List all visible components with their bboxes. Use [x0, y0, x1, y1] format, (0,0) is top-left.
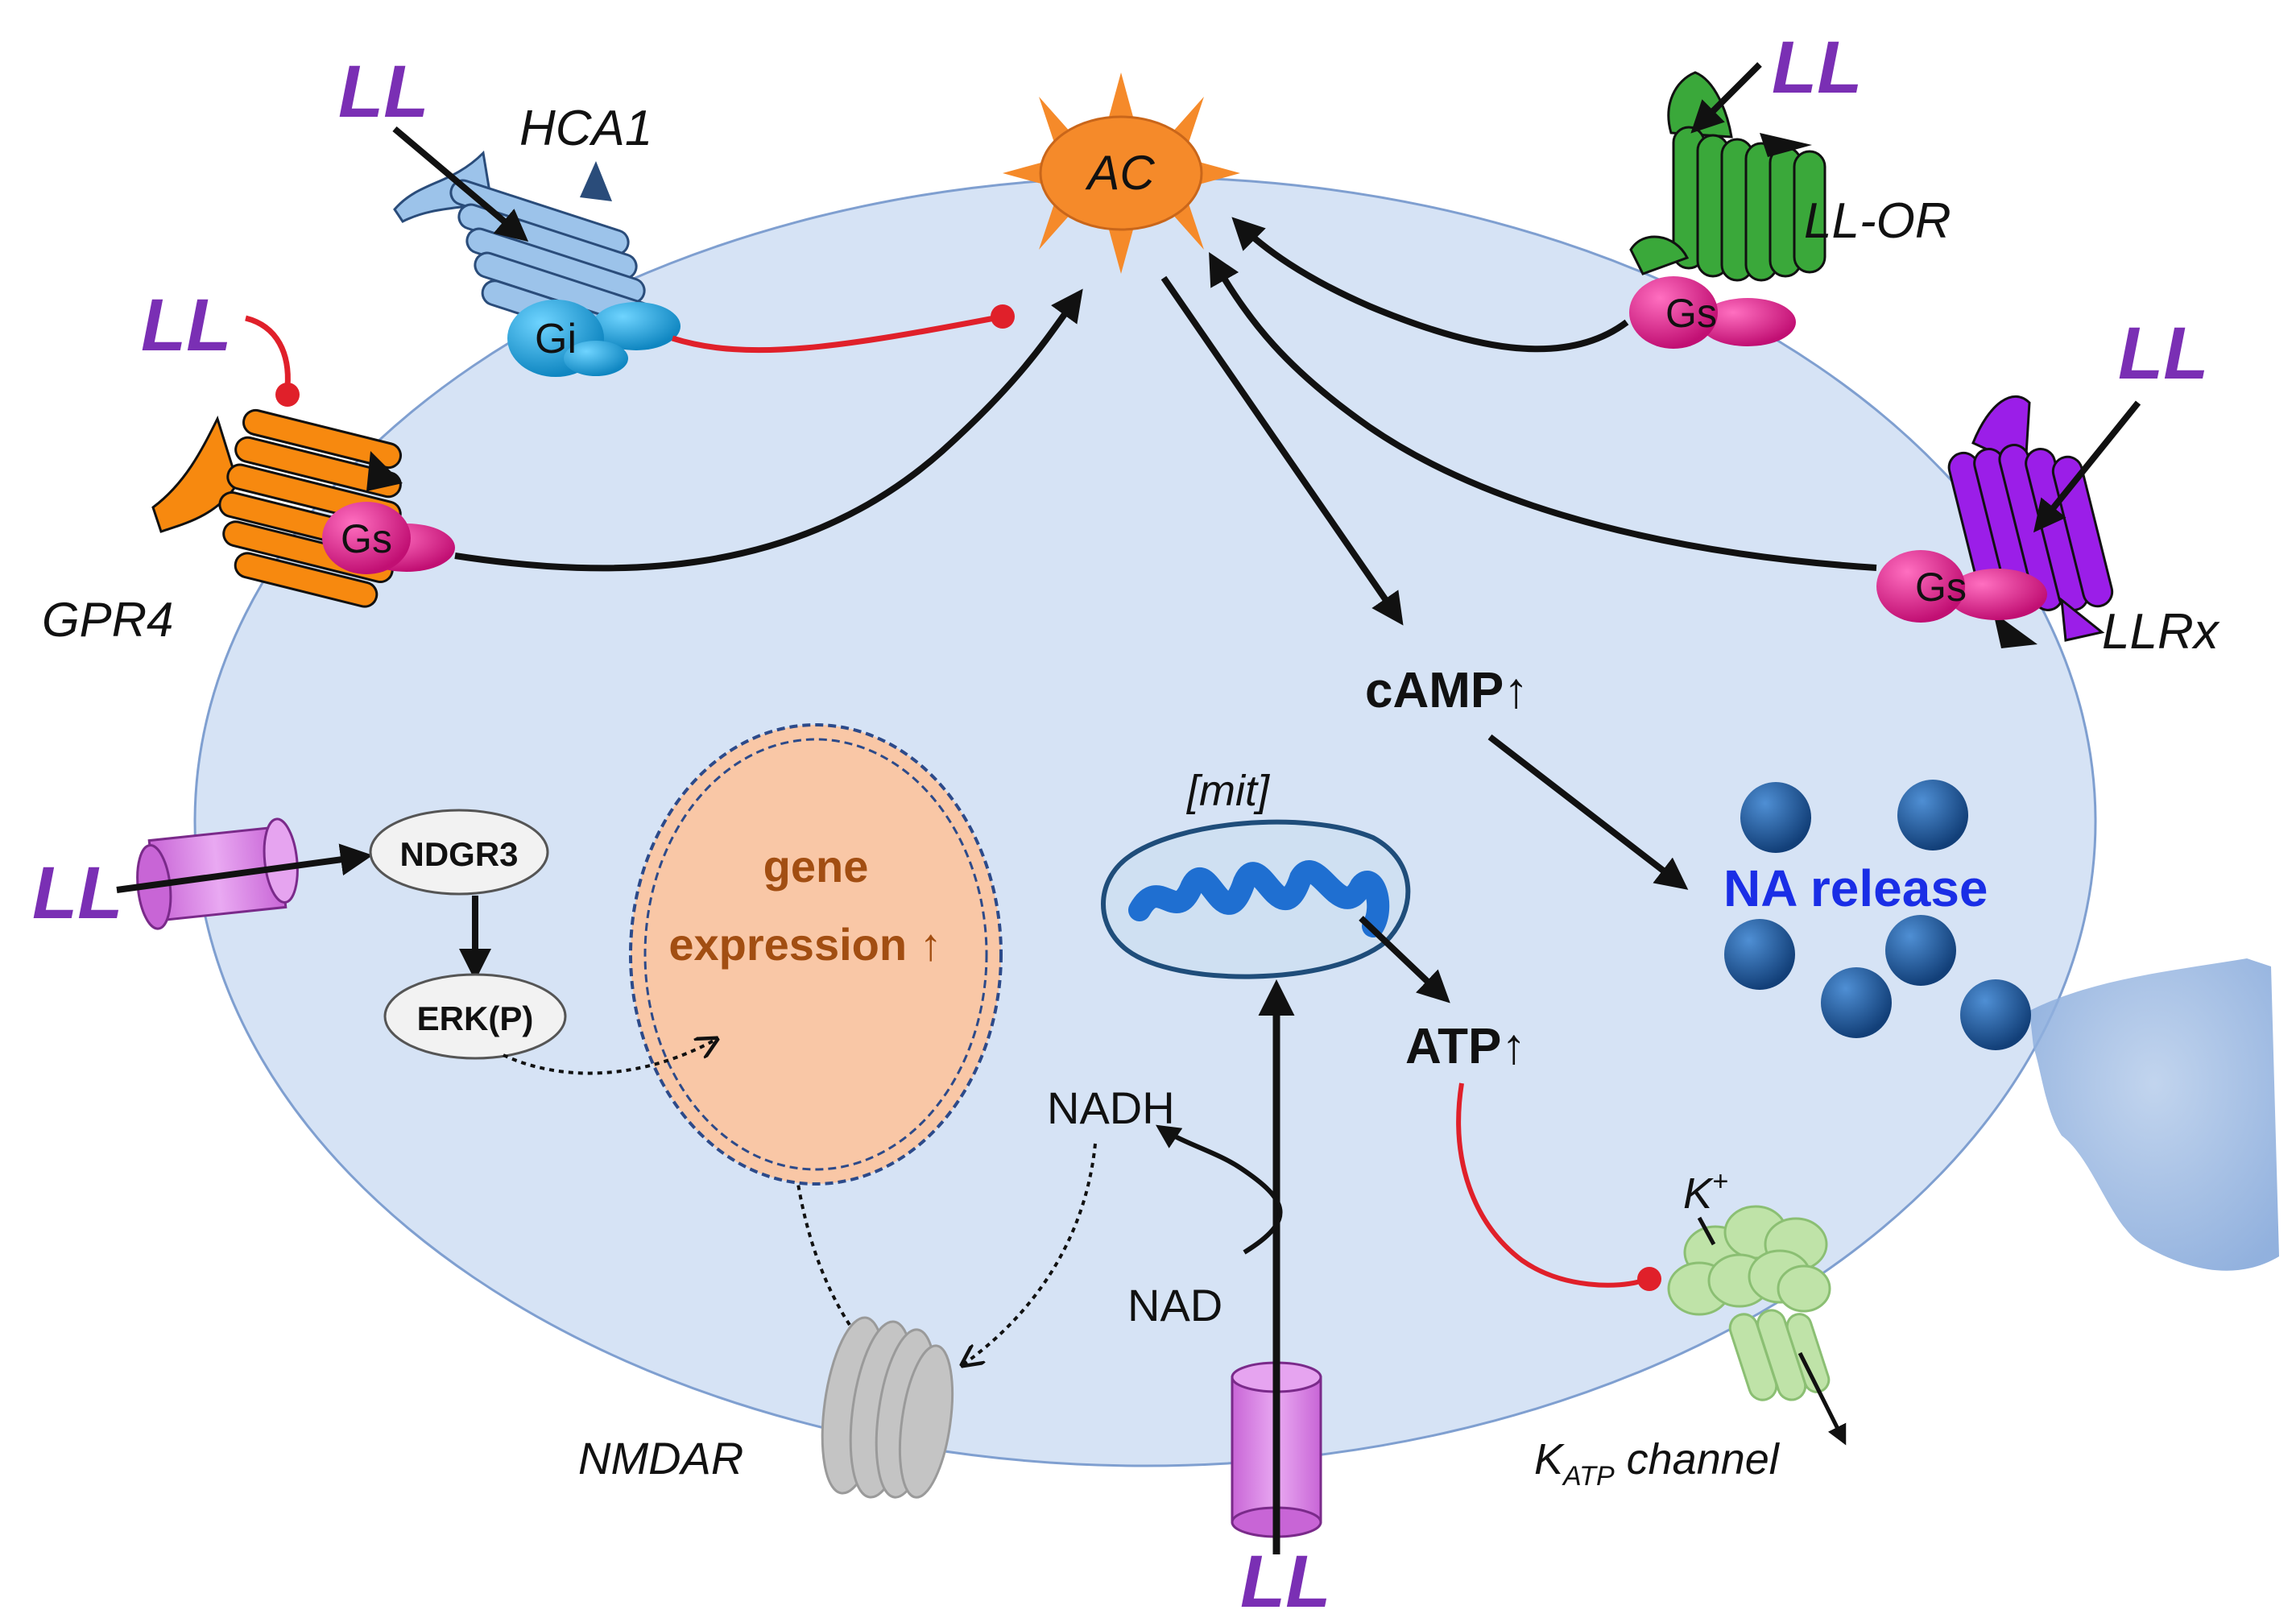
gene-expression-line1: gene [763, 841, 869, 892]
ll-llrx-arrow [2033, 400, 2141, 533]
gpr4-activates-ac [454, 288, 1083, 572]
ndgr3-label: NDGR3 [399, 835, 518, 873]
ll-llrx: LL [2118, 312, 2208, 395]
katp-channel: K+ KATP channel [1534, 1166, 1847, 1492]
ndgr3-node: NDGR3 [369, 809, 549, 896]
k-plus-label: K+ [1683, 1166, 1728, 1218]
ac-label: AC [1085, 146, 1155, 200]
erk-label: ERK(P) [417, 999, 534, 1037]
nucleus: gene expression ↑ [629, 723, 1003, 1186]
ac-to-camp-arrow [1160, 275, 1404, 626]
ll-or-receptor: Gs LL-OR [1629, 71, 1951, 349]
ll-gpr4: LL [141, 284, 231, 366]
axon-terminal [2029, 958, 2279, 1271]
gene-expression-line2: expression ↑ [668, 919, 941, 970]
mit-to-atp-arrow [1359, 916, 1450, 1004]
camp-label: cAMP↑ [1365, 663, 1529, 718]
gs-gpr4-label: Gs [341, 516, 392, 561]
ll-hca1-arrow [392, 126, 529, 242]
ll-bottom: LL [1240, 1541, 1330, 1614]
mit-label: [mit] [1185, 767, 1271, 815]
nadh-label: NADH [1047, 1082, 1175, 1133]
ll-to-ndgr3-arrow [116, 843, 373, 893]
llrx-activates-ac [1209, 252, 1877, 571]
camp-to-na-arrow [1487, 734, 1689, 890]
gpr4-label: GPR4 [42, 593, 173, 647]
adenylyl-cyclase: AC [1003, 72, 1240, 274]
nadh-to-nmdar-arrow [962, 1143, 1097, 1365]
ll-inhibits-gpr4 [245, 315, 291, 387]
nad-label: NAD [1127, 1280, 1222, 1331]
gs-llor-label: Gs [1665, 291, 1717, 336]
ll-llor: LL [1772, 27, 1862, 109]
atp-inhibits-katp [1456, 1082, 1644, 1288]
nmdar-label: NMDAR [578, 1433, 743, 1484]
na-release-label: NA release [1723, 859, 1988, 917]
gi-label: Gi [535, 316, 577, 362]
llrx-label: LLRx [2102, 604, 2220, 660]
gs-llrx-label: Gs [1915, 565, 1967, 610]
ll-hca1: LL [338, 51, 428, 133]
ll-llor-arrow [1690, 62, 1762, 134]
na-vesicles [1724, 780, 2031, 1050]
hca1-receptor: Gi HCA1 [393, 101, 681, 377]
gi-inhibits-ac [671, 315, 995, 354]
erk-node: ERK(P) [383, 973, 567, 1060]
ll-left: LL [32, 852, 122, 934]
atp-label: ATP↑ [1405, 1019, 1526, 1074]
ll-or-label: LL-OR [1804, 193, 1951, 249]
mitochondrion: [mit] [1101, 767, 1411, 979]
llor-activates-ac [1231, 217, 1629, 353]
gpr4-receptor: Gs GPR4 [42, 408, 455, 647]
katp-channel-label: KATP channel [1534, 1435, 1781, 1492]
hca1-label: HCA1 [519, 101, 652, 156]
nad-to-nadh-arrow [1156, 1124, 1283, 1255]
nmdar-receptor: NMDAR [578, 1316, 954, 1499]
